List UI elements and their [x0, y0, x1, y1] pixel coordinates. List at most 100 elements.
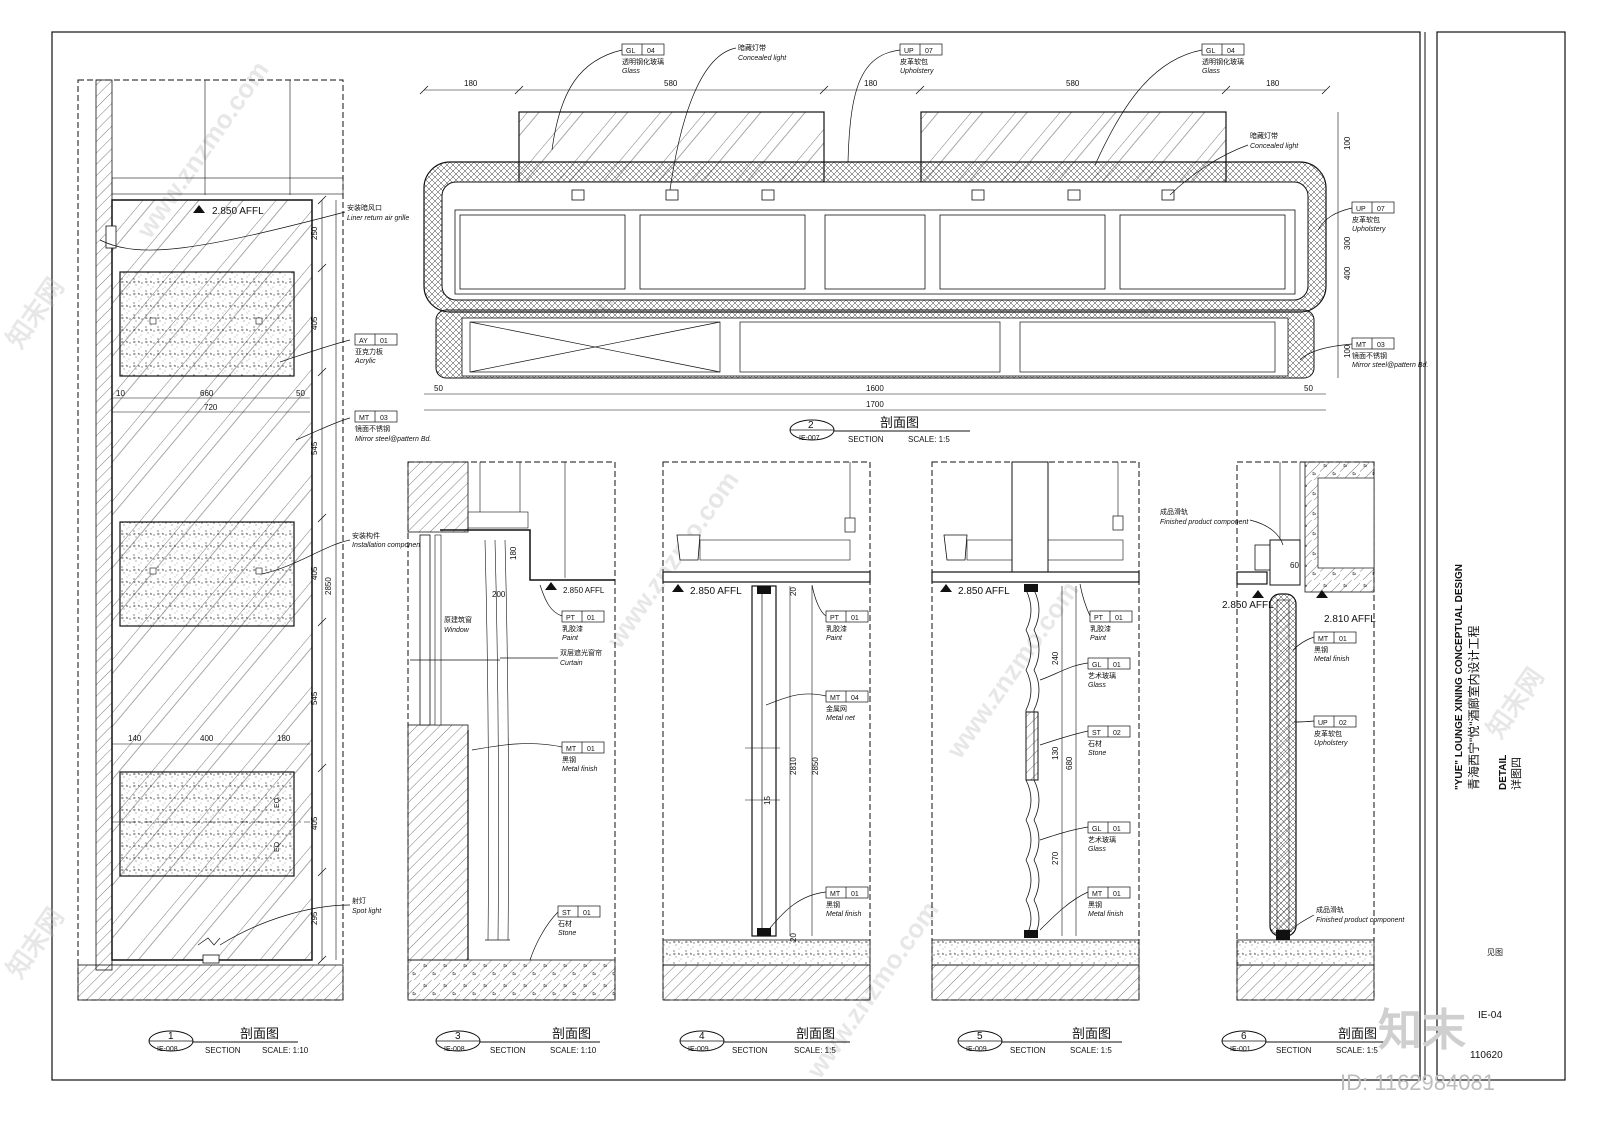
- s2-dim-t3: 580: [1066, 79, 1080, 88]
- svg-text:MT: MT: [566, 746, 577, 753]
- svg-text:Glass: Glass: [1202, 68, 1220, 75]
- s2-light-fixtures: [571, 189, 1175, 201]
- svg-text:石材: 石材: [558, 919, 572, 928]
- s1-note-grille-en: Liner return air grille: [347, 215, 409, 222]
- svg-text:SCALE: 1:5: SCALE: 1:5: [1070, 1046, 1112, 1055]
- svg-text:剖面图: 剖面图: [240, 1026, 279, 1041]
- s2-dim-r2: 400: [1343, 266, 1352, 280]
- svg-text:SECTION: SECTION: [848, 435, 884, 444]
- s1-wall: [95, 79, 113, 971]
- svg-text:04: 04: [851, 695, 859, 702]
- svg-text:知末网: 知末网: [0, 902, 69, 983]
- svg-text:剖面图: 剖面图: [1072, 1026, 1111, 1041]
- svg-text:PT: PT: [1094, 615, 1104, 622]
- s1-note-install-cn: 安装构件: [352, 531, 380, 540]
- project-title-en: "YUE" LOUNGE XINING CONCEPTUAL DESIGN: [1454, 564, 1465, 790]
- s1-dim-b1: 400: [200, 734, 214, 743]
- image-id-watermark: ID: 1162984081: [1340, 1070, 1495, 1095]
- s1-dim-r1: 405: [310, 316, 319, 330]
- s1-tag-acrylic-num: 01: [380, 338, 388, 345]
- s1-dim-r2: 545: [310, 441, 319, 455]
- s6-title-bubble: 6 IE-001 剖面图 SECTION SCALE: 1:5: [1221, 1026, 1386, 1055]
- svg-text:SCALE: 1:5: SCALE: 1:5: [908, 435, 950, 444]
- svg-text:IE-009: IE-009: [966, 1046, 987, 1053]
- s1-dim-b2: 180: [277, 734, 291, 743]
- svg-text:成品滑轨: 成品滑轨: [1160, 507, 1188, 516]
- svg-text:PT: PT: [566, 615, 576, 622]
- s6-note-rail-top: 成品滑轨 Finished product component: [1160, 507, 1284, 546]
- s1-dim-r5: 405: [310, 816, 319, 830]
- svg-text:www.znzmo.com: www.znzmo.com: [940, 575, 1085, 764]
- svg-text:透明钢化玻璃: 透明钢化玻璃: [622, 57, 664, 66]
- s1-dim-m1: 660: [200, 389, 214, 398]
- svg-text:SECTION: SECTION: [205, 1046, 241, 1055]
- s2-tag-glass-2: GL 04 透明钢化玻璃 Glass: [1094, 43, 1245, 166]
- svg-text:SCALE: 1:10: SCALE: 1:10: [550, 1046, 597, 1055]
- svg-text:剖面图: 剖面图: [1338, 1026, 1377, 1041]
- svg-text:PT: PT: [830, 615, 840, 622]
- s3-dim-200: 200: [492, 590, 506, 599]
- title-block-border: [1436, 31, 1566, 1081]
- svg-text:01: 01: [1113, 662, 1121, 669]
- s1-tag-acrylic-code: AY: [359, 338, 368, 345]
- svg-text:MT: MT: [1092, 891, 1103, 898]
- s1-note-spot-en: Spot light: [352, 908, 382, 915]
- svg-text:Glass: Glass: [622, 68, 640, 75]
- svg-text:石材: 石材: [1088, 739, 1102, 748]
- svg-text:Stone: Stone: [1088, 750, 1106, 757]
- drawing-date: 110620: [1470, 1050, 1503, 1061]
- s3-note-window: 原建筑窗 Window: [444, 615, 472, 634]
- svg-text:剖面图: 剖面图: [796, 1026, 835, 1041]
- title-block: "YUE" LOUNGE XINING CONCEPTUAL DESIGN 青海…: [1454, 564, 1523, 1061]
- svg-text:1: 1: [168, 1031, 174, 1042]
- svg-text:知末: 知末: [1378, 1005, 1466, 1056]
- see-label: 见图: [1487, 948, 1503, 957]
- sheet-border: [51, 31, 1421, 1081]
- svg-text:暗藏灯带: 暗藏灯带: [1250, 131, 1278, 140]
- svg-text:原建筑窗: 原建筑窗: [444, 615, 472, 624]
- svg-text:皮革软包: 皮革软包: [1314, 729, 1342, 738]
- svg-text:GL: GL: [1092, 662, 1101, 669]
- svg-text:Concealed light: Concealed light: [738, 55, 787, 62]
- s1-tag-acrylic-cn: 亚克力板: [355, 347, 383, 356]
- svg-text:IE-009: IE-009: [688, 1046, 709, 1053]
- svg-text:04: 04: [1227, 48, 1235, 55]
- s3-title-bubble: 3 IE-008 剖面图 SECTION SCALE: 1:10: [435, 1026, 600, 1055]
- svg-text:Upholstery: Upholstery: [1314, 740, 1348, 747]
- s1-tag-acrylic-en: Acrylic: [354, 358, 376, 365]
- s6-affl-right: 2.810 AFFL: [1324, 614, 1376, 625]
- s4-dim-2810: 2810: [789, 757, 798, 775]
- s2-dim-b1: 1600: [866, 384, 884, 393]
- s2-dim-r1: 300: [1343, 236, 1352, 250]
- s2-dim-b2: 50: [1304, 384, 1313, 393]
- s1-eq-1: EQ: [274, 797, 281, 808]
- svg-text:Upholstery: Upholstery: [1352, 226, 1386, 233]
- svg-text:IE-001: IE-001: [1230, 1046, 1251, 1053]
- svg-text:02: 02: [1339, 720, 1347, 727]
- svg-text:GL: GL: [626, 48, 635, 55]
- s1-dim-r6: 295: [310, 911, 319, 925]
- s2-note-light-2: 暗藏灯带 Concealed light: [1169, 131, 1299, 196]
- svg-text:IE-008: IE-008: [444, 1046, 465, 1053]
- svg-text:3: 3: [455, 1031, 461, 1042]
- svg-text:GL: GL: [1206, 48, 1215, 55]
- s4-dim-15: 15: [763, 796, 772, 805]
- s4-dim-20b: 20: [789, 933, 798, 942]
- svg-text:黑钢: 黑钢: [1088, 900, 1102, 909]
- svg-text:01: 01: [851, 615, 859, 622]
- section-6: 2.850 AFFL 2.810 AFFL 60 成品滑轨 Finished p…: [1160, 461, 1405, 1001]
- s2-dim-t1: 580: [664, 79, 678, 88]
- s5-dim-130: 130: [1051, 746, 1060, 760]
- svg-text:镜面不锈钢: 镜面不锈钢: [1352, 351, 1387, 360]
- svg-text:透明钢化玻璃: 透明钢化玻璃: [1202, 57, 1244, 66]
- svg-text:MT: MT: [1356, 342, 1367, 349]
